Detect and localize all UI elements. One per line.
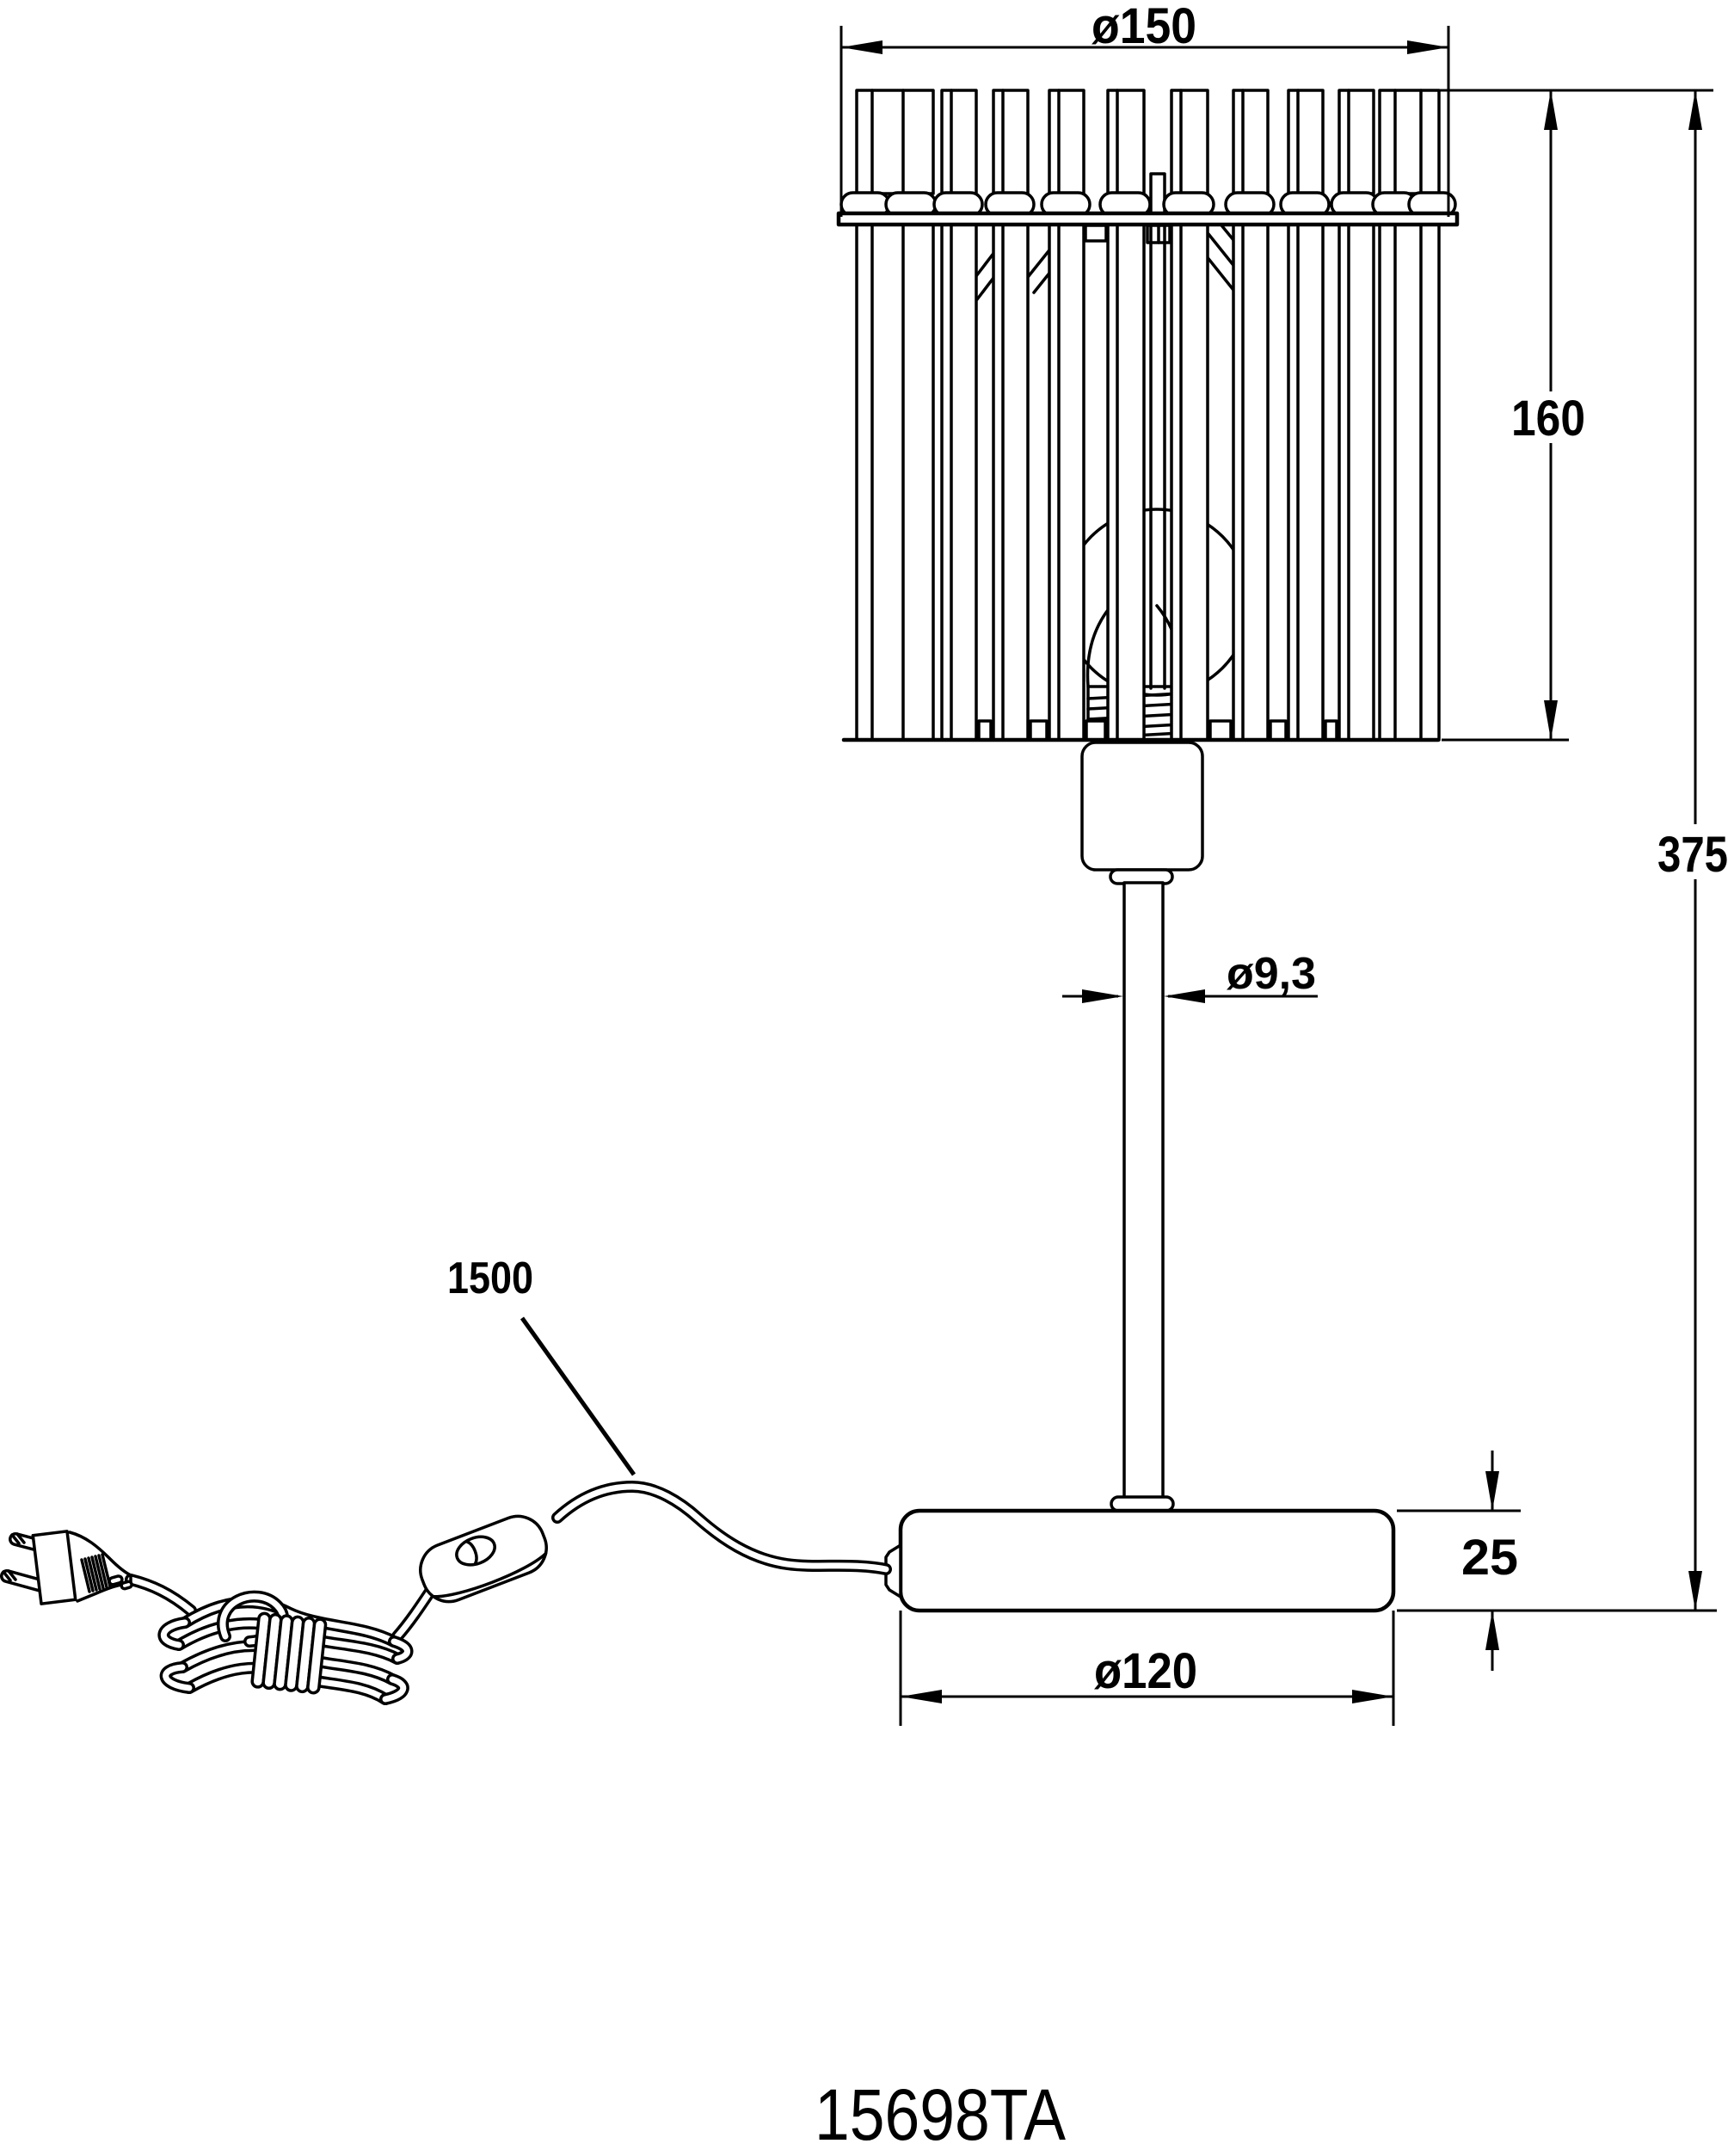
arrowhead-right	[1082, 989, 1123, 1003]
dim-label-cord-length: 1500	[447, 1254, 533, 1303]
top-rod	[1378, 89, 1441, 195]
arrowhead-down	[1485, 1471, 1499, 1511]
arrowhead-up	[1485, 1611, 1499, 1650]
base-body	[898, 1508, 1396, 1613]
base	[884, 1508, 1396, 1613]
cable-switch-to-base	[551, 1480, 892, 1575]
top-rod	[1232, 89, 1270, 195]
dim-label-base-diameter: ø120	[1094, 1643, 1197, 1699]
model-number: 15698TA	[815, 2074, 1066, 2155]
inline-switch	[419, 1514, 548, 1604]
arrowhead-down	[1544, 700, 1558, 740]
top-rod	[1106, 89, 1146, 195]
dim-label-total-height: 375	[1657, 827, 1728, 883]
top-rod	[1170, 89, 1209, 195]
arrowhead-right	[1407, 40, 1448, 54]
dim-label-stem-diameter: ø9,3	[1227, 949, 1316, 999]
pin-tip-hatch	[2, 1532, 26, 1582]
power-plug	[0, 1530, 133, 1605]
top-rod	[1338, 89, 1375, 195]
slat	[1287, 222, 1325, 742]
arrowhead-up	[1544, 90, 1558, 130]
shade-mounting-ring	[836, 211, 1460, 227]
slat	[1338, 222, 1375, 742]
plug-slot	[120, 1580, 133, 1591]
shade-top-rods	[836, 89, 1460, 227]
coil-wrap-rings	[250, 1611, 328, 1695]
arrowhead-left	[901, 1690, 942, 1703]
dim-stem-diameter: ø9,3	[1062, 949, 1318, 1003]
center-rod	[1149, 172, 1166, 690]
shade-slats	[841, 222, 1441, 742]
slat	[855, 222, 935, 742]
cable-switch-to-coil	[391, 1586, 436, 1642]
slat	[1048, 222, 1085, 742]
switch-rocker-seam	[464, 1539, 478, 1566]
arrowhead-up	[1688, 90, 1702, 130]
plug-face	[31, 1530, 77, 1605]
stem-foot-collar	[1110, 1495, 1175, 1512]
top-rod	[940, 89, 978, 195]
dim-base-diameter: ø120	[899, 1611, 1395, 1726]
arrowhead-right	[1352, 1690, 1393, 1703]
slat	[1106, 222, 1146, 742]
top-rod	[855, 89, 935, 195]
dim-shade-height: 160	[1433, 89, 1713, 742]
label-cord-length: 1500	[447, 1254, 636, 1476]
power-cord	[0, 1480, 892, 1705]
dim-label-shade-height: 160	[1511, 391, 1585, 447]
top-rod	[1048, 89, 1085, 195]
bead-row	[839, 191, 1457, 218]
stem	[1122, 881, 1165, 1500]
slat	[1232, 222, 1270, 742]
arrowhead-left	[841, 40, 882, 54]
cord-entry-bracket	[884, 1543, 902, 1599]
socket-housing	[1080, 741, 1204, 872]
top-rod	[992, 89, 1030, 195]
shade-bottom-tabs	[977, 719, 1338, 742]
extension-lines	[839, 26, 1450, 217]
top-rod	[1287, 89, 1325, 195]
cable-coil	[157, 1590, 414, 1705]
dim-shade-diameter: ø150	[839, 0, 1450, 217]
arrowhead-left	[1164, 989, 1205, 1003]
dim-base-height: 25	[1397, 1451, 1717, 1671]
plug-slot	[108, 1574, 124, 1586]
switch-seam	[432, 1551, 548, 1599]
dim-label-base-height: 25	[1461, 1530, 1518, 1586]
slat	[1170, 222, 1209, 742]
slat	[1378, 222, 1441, 742]
dim-total-height: 375	[1657, 90, 1728, 1611]
slat	[940, 222, 978, 742]
leader-line	[520, 1316, 636, 1476]
plug-grip-ribs	[80, 1553, 112, 1593]
slat	[992, 222, 1030, 742]
dim-label-shade-diameter: ø150	[1092, 0, 1196, 54]
arrowhead-down	[1688, 1571, 1702, 1611]
cable-plug-to-coil	[125, 1574, 197, 1617]
extension-lines	[899, 1611, 1395, 1726]
